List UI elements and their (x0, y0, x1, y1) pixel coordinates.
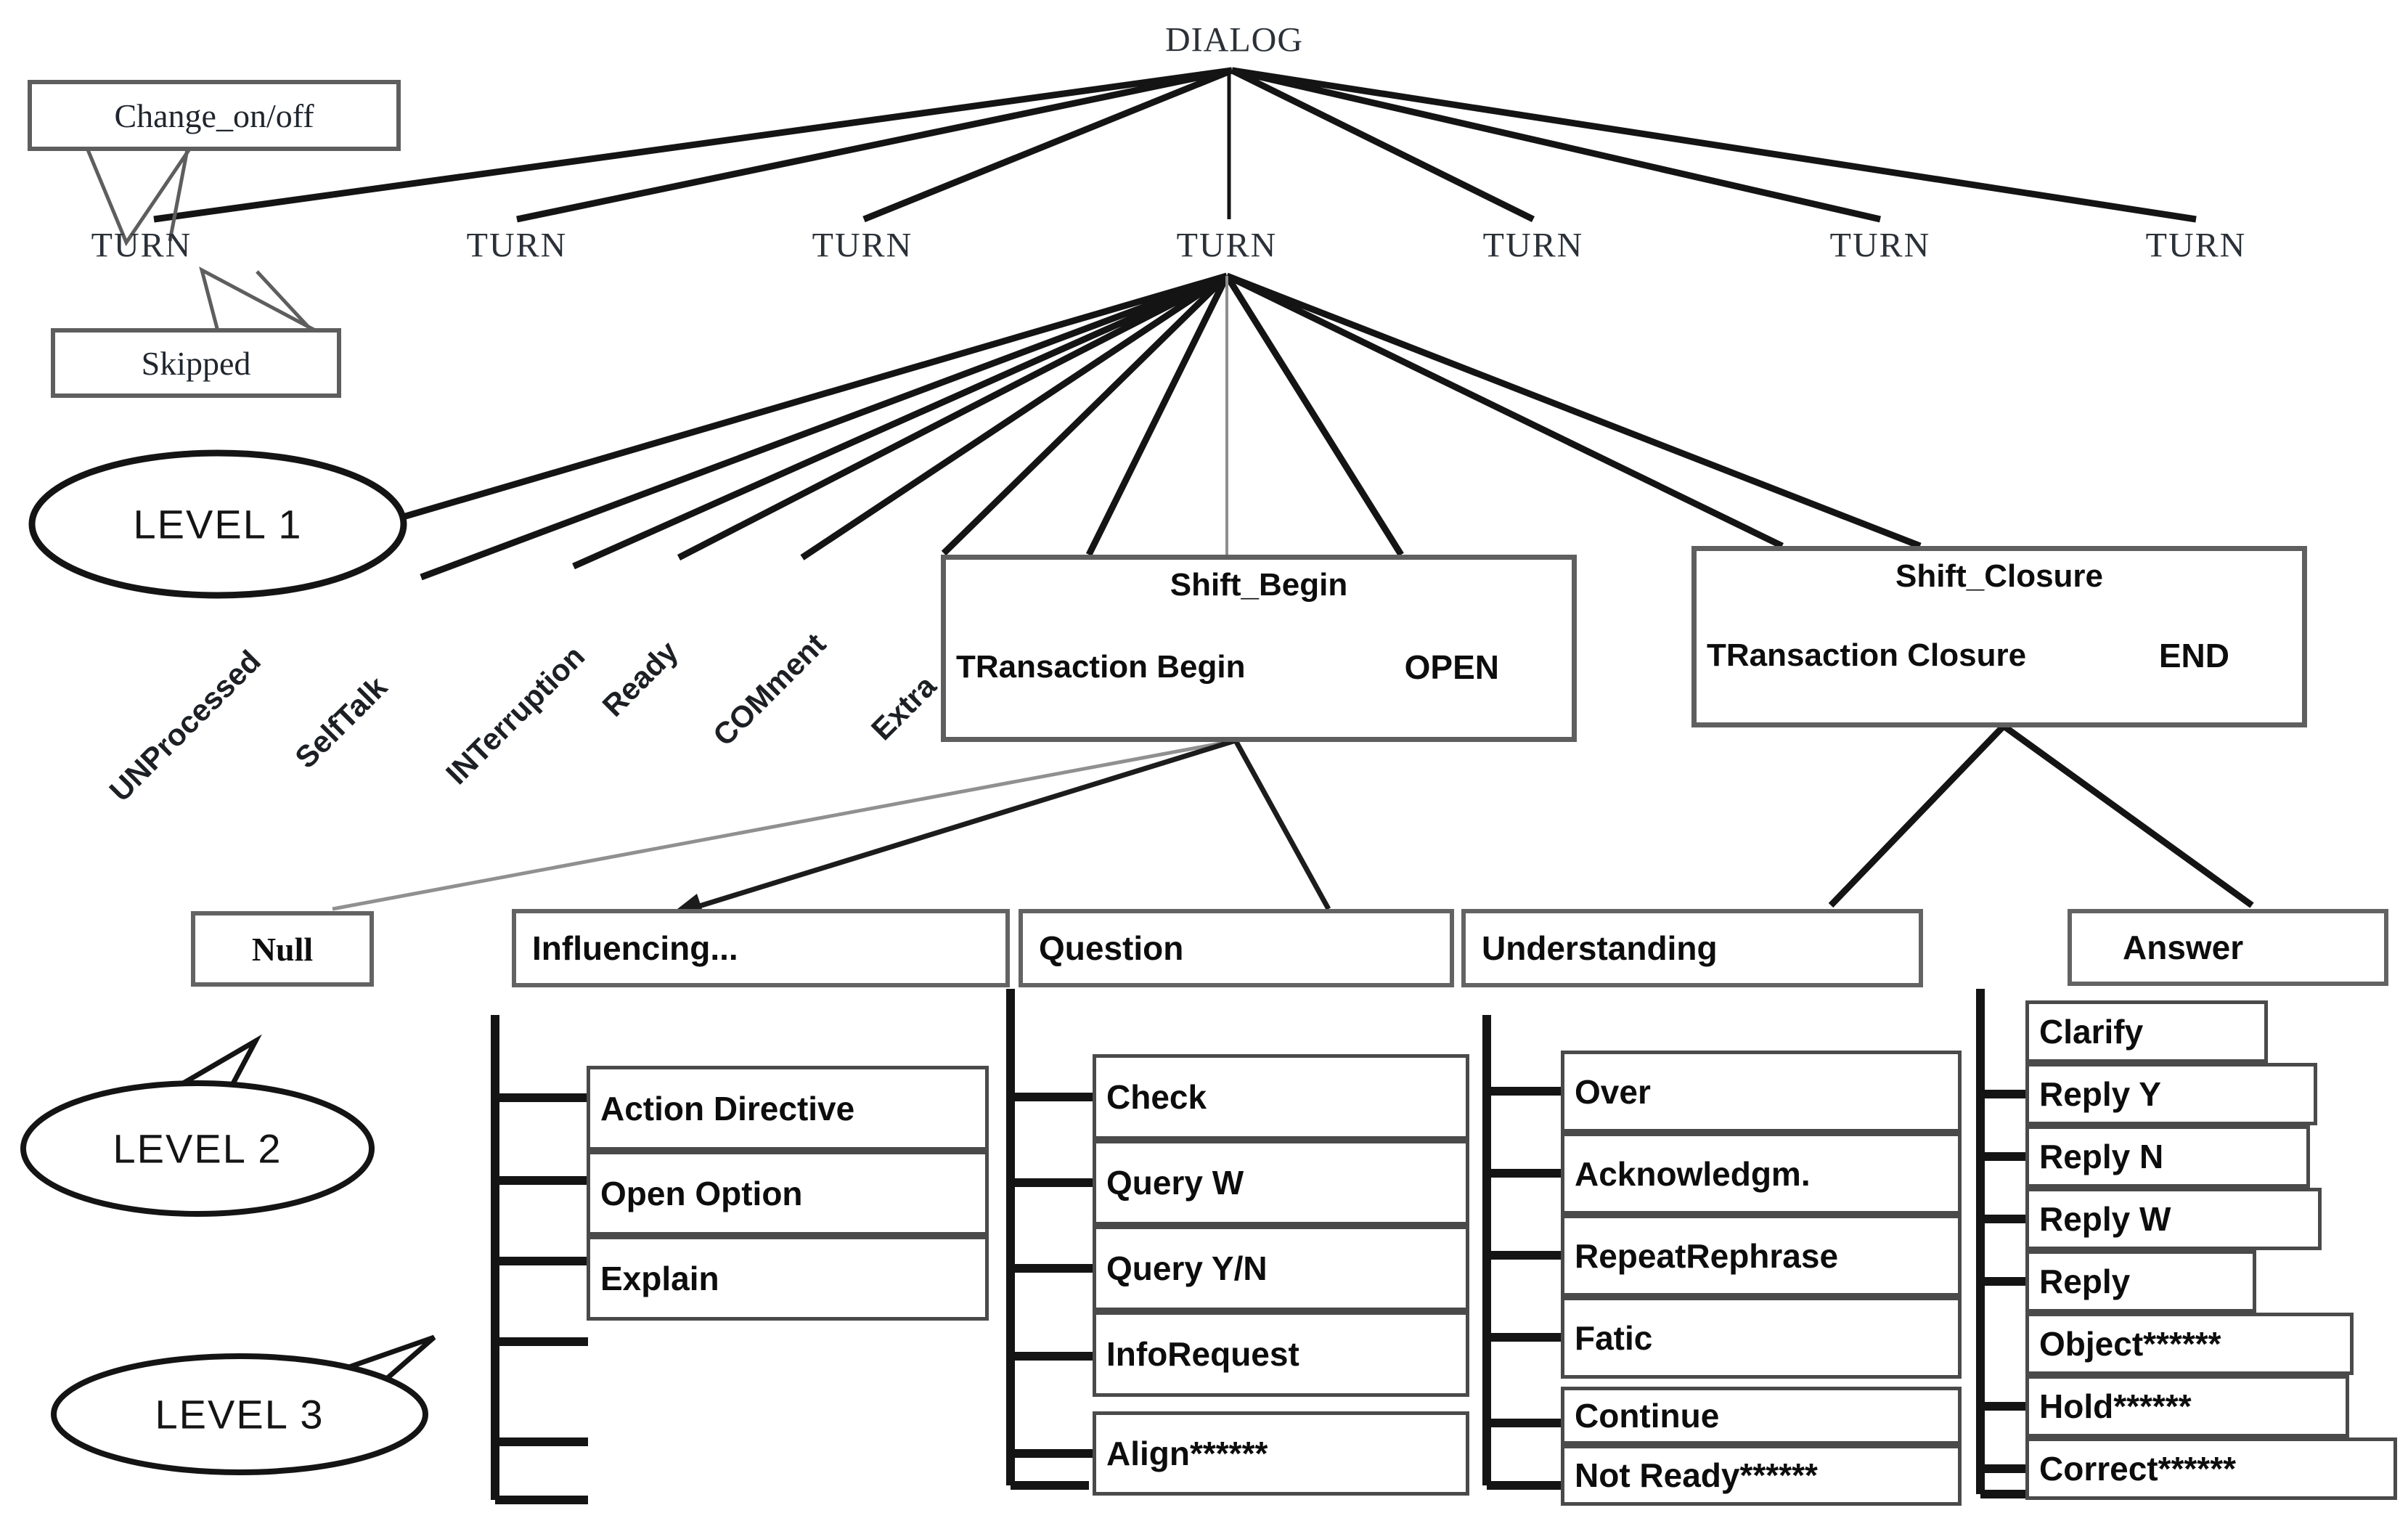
understanding-item-continue: Continue (1561, 1387, 1962, 1445)
influencing-bracket (491, 1015, 588, 1504)
header-understanding: Understanding (1461, 909, 1923, 987)
question-item-inforequest: InfoRequest (1093, 1311, 1469, 1397)
skipped-label: Skipped (141, 344, 251, 382)
answer-item-clarify: Clarify (2025, 1000, 2268, 1063)
level1-badge: LEVEL 1 (133, 501, 303, 547)
dialog-fan-edges (153, 67, 2197, 223)
shiftclosure-fan-edges (1828, 723, 2254, 908)
question-item-check: Check (1093, 1054, 1469, 1140)
answer-item-reply-w: Reply W (2025, 1188, 2322, 1250)
skipped-callout-tail-prong (256, 270, 314, 333)
answer-item-object: Object****** (2025, 1313, 2354, 1375)
turn-node-4: TURN (1176, 226, 1278, 265)
understanding-item-repeatrephrase: RepeatRephrase (1561, 1215, 1962, 1297)
influencing-item-action-directive: Action Directive (587, 1066, 989, 1151)
understanding-item-acknowledgm: Acknowledgm. (1561, 1133, 1962, 1215)
shiftbegin-null-edge (332, 738, 1236, 911)
understanding-item-not-ready: Not Ready****** (1561, 1445, 1962, 1506)
shift-begin-box: Shift_Begin TRansaction Begin OPEN (941, 555, 1577, 742)
change-callout-tail-prong (168, 149, 189, 242)
turn-fan-edges (287, 272, 1922, 581)
shift-closure-title: Shift_Closure (1895, 558, 2104, 594)
shift-closure-tag: END (2158, 637, 2229, 674)
shiftbegin-fan-edges (665, 738, 1331, 919)
question-item-query-w: Query W (1093, 1140, 1469, 1226)
turn-node-5: TURN (1482, 226, 1584, 265)
shift-begin-title: Shift_Begin (1170, 567, 1348, 603)
answer-item-reply: Reply (2025, 1250, 2256, 1313)
level2-bubble-outline (20, 1080, 375, 1217)
turn-node-2: TURN (466, 226, 568, 265)
header-question: Question (1019, 909, 1454, 987)
influencing-item-open-option: Open Option (587, 1151, 989, 1236)
shift-closure-subtitle: TRansaction Closure (1707, 637, 2027, 674)
shift-begin-content: TRansaction Begin OPEN (946, 603, 1572, 737)
level1-bubble-outline (28, 449, 407, 599)
understanding-item-over: Over (1561, 1051, 1962, 1133)
answer-item-correct: Correct****** (2025, 1437, 2397, 1500)
question-item-query-yn: Query Y/N (1093, 1226, 1469, 1311)
shift-begin-subtitle: TRansaction Begin (956, 649, 1246, 685)
header-influencing: Influencing... (512, 909, 1010, 987)
answer-item-hold: Hold****** (2025, 1375, 2349, 1437)
understanding-bracket (1482, 1015, 1574, 1490)
turn-node-1: TURN (91, 226, 192, 265)
change-on-off-label: Change_on/off (114, 97, 314, 134)
turn-node-7: TURN (2145, 226, 2247, 265)
root-node-dialog: DIALOG (1165, 20, 1303, 60)
answer-item-reply-y: Reply Y (2025, 1063, 2317, 1125)
influencing-item-explain: Explain (587, 1236, 989, 1321)
skipped-callout: Skipped (51, 328, 341, 398)
shift-begin-tag: OPEN (1404, 648, 1499, 686)
shift-closure-box: Shift_Closure TRansaction Closure END (1691, 546, 2307, 727)
question-item-align: Align****** (1093, 1411, 1469, 1496)
answer-item-reply-n: Reply N (2025, 1125, 2310, 1188)
level3-badge: LEVEL 3 (155, 1391, 325, 1437)
skipped-callout-tail (199, 266, 318, 333)
shift-closure-content: TRansaction Closure END (1697, 595, 2302, 722)
level3-bubble-outline (51, 1353, 428, 1475)
change-on-off-callout: Change_on/off (28, 80, 401, 151)
level2-badge: LEVEL 2 (113, 1125, 282, 1172)
header-null: Null (191, 911, 374, 987)
turn-node-6: TURN (1829, 226, 1931, 265)
question-bracket (1006, 989, 1098, 1490)
turn-node-3: TURN (812, 226, 913, 265)
understanding-item-fatic: Fatic (1561, 1297, 1962, 1379)
header-answer: Answer (2068, 909, 2388, 986)
answer-bracket (1976, 989, 2068, 1498)
